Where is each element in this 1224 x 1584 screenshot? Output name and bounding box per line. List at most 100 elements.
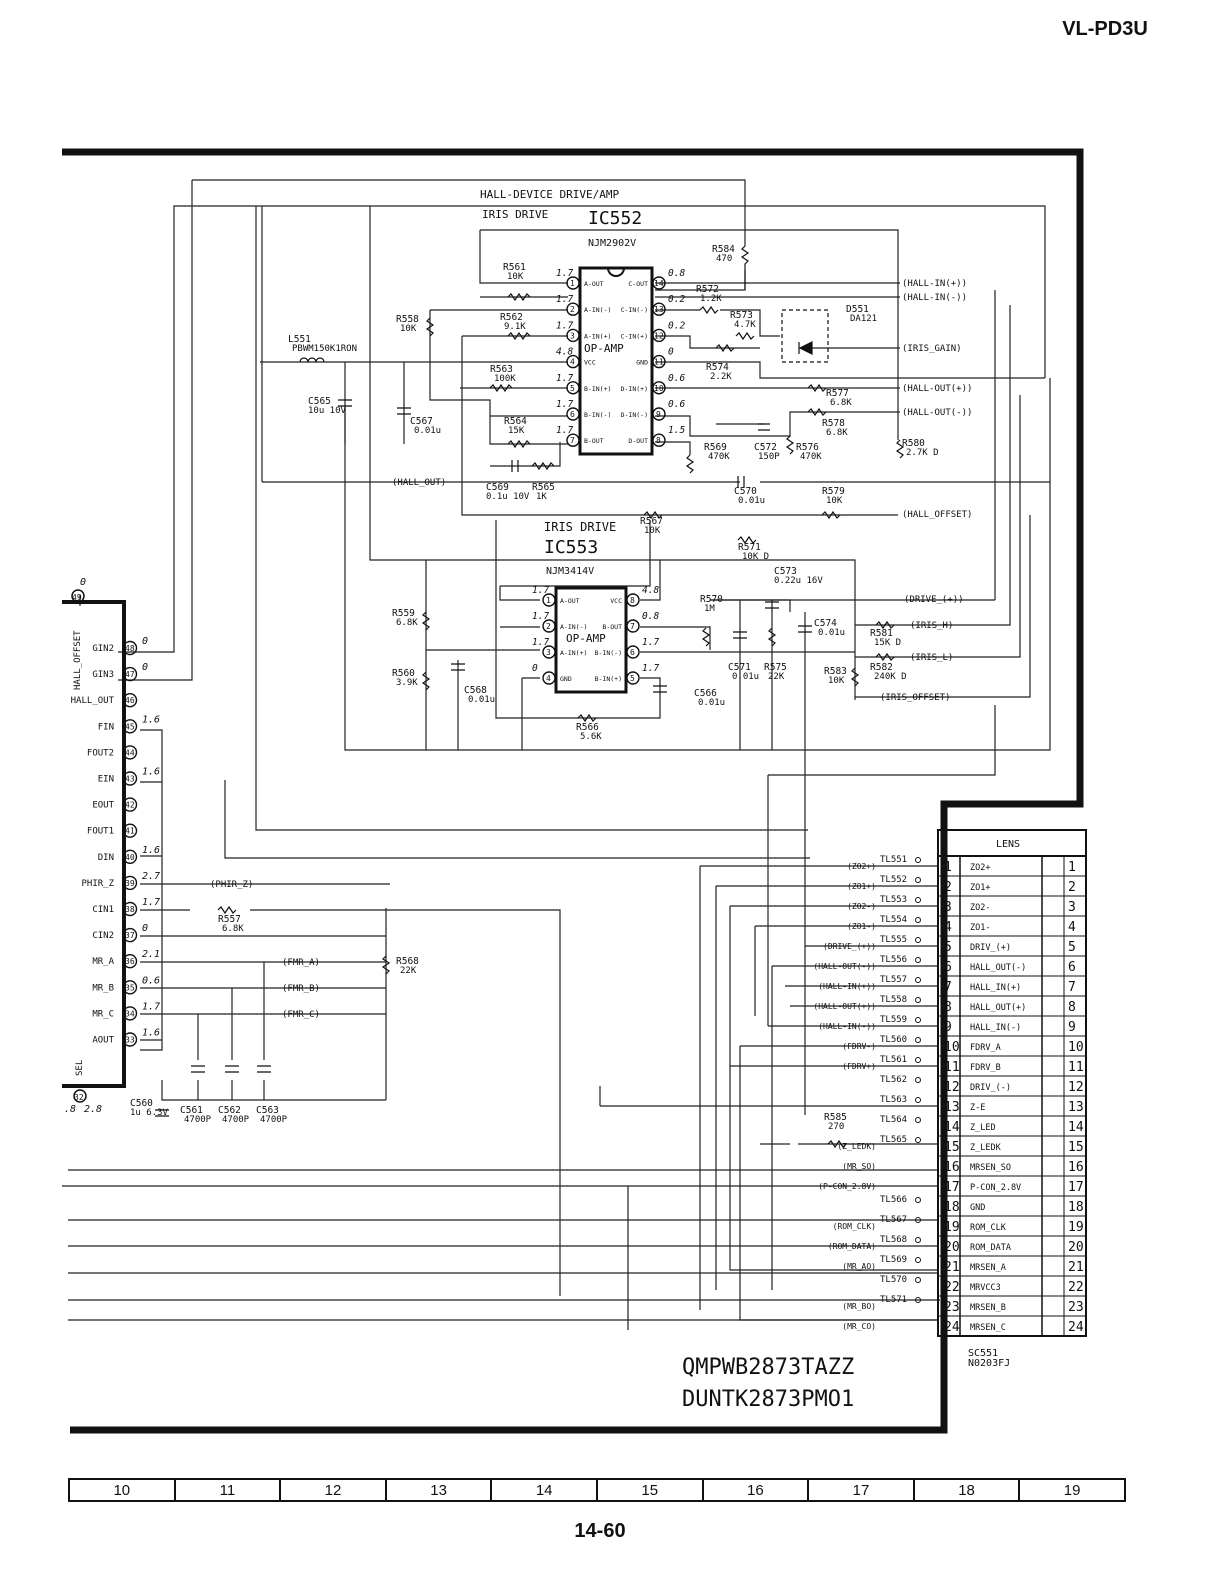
connector-net-label: (ZO1-)	[847, 922, 876, 931]
ic552-left-pin-name: A-IN(-)	[584, 306, 611, 314]
ic-left-pin-num: 41	[125, 827, 135, 836]
ic552-left-pin-1	[566, 276, 580, 290]
ic552-left-pin-name: B-OUT	[584, 437, 604, 445]
ic553-func: IRIS DRIVE	[544, 520, 616, 534]
ic-left-pin-num: 47	[125, 670, 135, 679]
ic552-right-pin-num: 11	[654, 358, 664, 367]
ic552-left-pin-3	[566, 328, 580, 343]
component-r564-value: 15K	[508, 426, 525, 436]
ic-left-pin-name: CIN1	[92, 905, 114, 915]
connector-signal: ROM_DATA	[970, 1243, 1011, 1253]
connector-title: LENS	[996, 839, 1020, 850]
component-r571-id: R571	[738, 542, 761, 553]
ic553-right-pin-voltage: 1.7	[642, 663, 659, 674]
ic552-right-pin-name: D-IN(+)	[621, 385, 648, 393]
wiring	[62, 179, 1051, 1330]
ic-left-pin-voltage: 1.6	[142, 767, 160, 778]
grid-col-17: 17	[809, 1480, 915, 1500]
ic-left-pin-32-num: 32	[74, 1093, 84, 1102]
connector-net-label: (MR_BO)	[842, 1302, 876, 1311]
ic553-left-pin-voltage: 1.7	[532, 611, 549, 622]
component-l551-value: PBWM150K1RON	[292, 344, 357, 354]
connector-net-label: (ZO1+)	[847, 882, 876, 891]
connector-signal: MRSEN_SO	[970, 1163, 1011, 1173]
ic553-right-pin-name: B-IN(+)	[595, 675, 622, 683]
component-r584-id: R584	[712, 244, 735, 255]
ic-left-extra-v: .8	[64, 1104, 76, 1115]
testpoint-icon	[915, 1057, 921, 1063]
ic553-right-pin-num: 5	[630, 674, 635, 683]
ic-left-pin-34	[122, 1006, 138, 1021]
connector-net-label: (DRIVE_(+))	[823, 942, 876, 951]
connector-pin-num-right: 11	[1068, 1060, 1084, 1075]
ic552-left-pin-voltage: 1.7	[556, 399, 573, 410]
component-c566-value: 0.01u	[698, 698, 725, 708]
testpoint-label: TL555	[880, 935, 907, 945]
connector-pin-num: 13	[944, 1100, 960, 1115]
ic553-right-pin-voltage: 0.8	[642, 611, 659, 622]
ic-left-pin-name: HALL_OUT	[71, 696, 115, 706]
ic-left-pin-41	[122, 823, 138, 838]
connector-signal: MRSEN_C	[970, 1323, 1006, 1333]
ic-left-pin-32	[73, 1089, 87, 1103]
ic-left-pin-name: GIN3	[92, 670, 114, 680]
net-iris-offset: (IRIS_OFFSET)	[880, 693, 950, 703]
component-r579-value: 10K	[826, 496, 843, 506]
connector-pin-num: 10	[944, 1040, 960, 1055]
connector-pin-num-right: 21	[1068, 1260, 1084, 1275]
connector-net-label: (Z_LEDK)	[837, 1142, 876, 1151]
component-c563-id: C563	[256, 1105, 279, 1116]
connector-pin-num-right: 17	[1068, 1180, 1084, 1195]
component-r574-value: 2.2K	[710, 372, 732, 382]
ic553-right-pin-7	[626, 619, 640, 633]
component-c571-id: C571	[728, 662, 751, 673]
testpoint-label: TL553	[880, 895, 907, 905]
component-labels: R56110KR55810KR5629.1KR563100KR56415KR56…	[130, 244, 939, 1132]
ic-left-pin-48	[122, 640, 138, 656]
ic-left-pin-name: DIN	[98, 853, 114, 863]
component-r575-value: 22K	[768, 672, 785, 682]
ic-left-pin-voltage: 2.1	[142, 949, 160, 960]
ic553-left-pin-name: GND	[560, 675, 572, 683]
component-c567-id: C567	[410, 416, 433, 427]
ic-left-pin-num: 39	[125, 879, 135, 888]
connector-pin-num-right: 5	[1068, 940, 1076, 955]
connector-pin-num-right: 13	[1068, 1100, 1084, 1115]
page-number: 14-60	[574, 1520, 626, 1542]
connector-pin-num-right: 23	[1068, 1300, 1084, 1315]
ic553-left-pin-2	[542, 619, 556, 633]
ic552-left-pin-voltage: 1.7	[556, 320, 573, 331]
ic-left-pin-38	[122, 901, 138, 917]
net-hall-offset: (HALL_OFFSET)	[902, 510, 972, 520]
component-r561-id: R561	[503, 262, 526, 273]
component-c573-id: C573	[774, 566, 797, 577]
board-outline	[62, 148, 1084, 1434]
connector-signal: HALL_IN(+)	[970, 983, 1021, 993]
connector-pin-num: 5	[944, 940, 952, 955]
connector-pin-num-right: 8	[1068, 1000, 1076, 1015]
component-r583-value: 10K	[828, 676, 845, 686]
component-r585-value: 270	[828, 1122, 844, 1132]
board-part-1: QMPWB2873TAZZ	[682, 1355, 854, 1380]
ic-left-pin-46	[122, 693, 138, 708]
ic552-right-pin-name: GND	[636, 359, 648, 367]
ic552-right-pin-voltage: 0	[668, 347, 674, 358]
component-c574-id: C574	[814, 618, 837, 629]
component-c567-value: 0.01u	[414, 426, 441, 436]
connector-pin-num: 23	[944, 1300, 960, 1315]
component-r572-value: 1.2K	[700, 294, 722, 304]
testpoint-icon	[915, 1217, 921, 1223]
net-fmr-a: (FMR_A)	[282, 958, 320, 968]
ic-left-pin-name: FOUT1	[87, 827, 114, 837]
connector-pin-num-right: 22	[1068, 1280, 1084, 1295]
component-c569-value: 0.1u 10V	[486, 492, 530, 502]
testpoint-label: TL554	[880, 915, 907, 925]
component-c565-value: 10u 10V	[308, 406, 347, 416]
connector-pin-num: 12	[944, 1080, 960, 1095]
ic553-right-pin-voltage: 4.8	[642, 585, 659, 596]
ic-left-pin-49	[71, 589, 85, 603]
component-r577-value: 6.8K	[830, 398, 852, 408]
ic552-right-pin-voltage: 0.2	[668, 294, 685, 305]
connector-net-label: (HALL-OUT(+))	[813, 1002, 876, 1011]
